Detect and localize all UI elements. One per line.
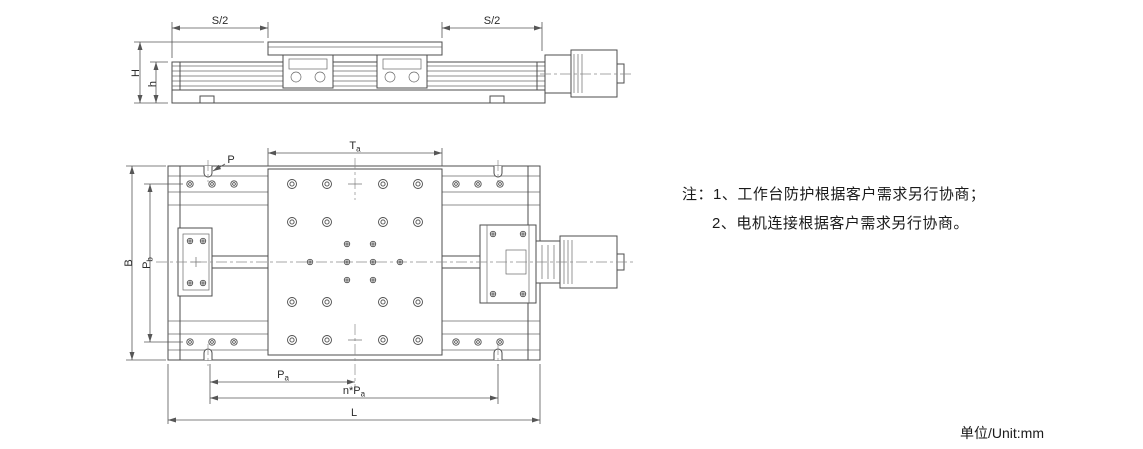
motor-side	[540, 49, 634, 98]
stroke-half-left-label: S/2	[212, 15, 229, 27]
length-label: L	[351, 407, 357, 419]
base-notch-right	[489, 95, 505, 104]
table-width-label: Ta	[349, 140, 361, 154]
plan-view	[156, 158, 634, 390]
plan-view-dimensions: Ta P B Pb Pa n*Pa L	[123, 140, 541, 424]
stroke-half-right-label: S/2	[484, 15, 501, 27]
ballscrew-shaft	[212, 255, 480, 269]
slot-label: P	[227, 154, 234, 166]
notes-block: 注：1、工作台防护根据客户需求另行协商； 2、电机连接根据客户需求另行协商。	[682, 180, 985, 238]
pitch-total-label: n*Pa	[343, 385, 366, 399]
base-plate-side	[171, 89, 546, 104]
key-slots	[203, 160, 503, 366]
pitch-width-label: Pb	[141, 257, 155, 269]
note-line-2: 2、电机连接根据客户需求另行协商。	[712, 215, 969, 232]
motor-mount-block-plan	[479, 224, 537, 304]
height-outer-label: H	[130, 69, 142, 77]
base-notch-left	[199, 95, 215, 104]
unit-label: 单位/Unit:mm	[960, 425, 1044, 441]
table-top-side	[267, 41, 443, 56]
side-view-dimensions: S/2 S/2 H h	[130, 15, 543, 104]
carriage-blocks-side	[282, 54, 428, 89]
pitch-length-label: Pa	[277, 369, 289, 383]
body-width-label: B	[123, 259, 135, 266]
motor-plan	[559, 235, 625, 289]
height-inner-label: h	[147, 81, 159, 87]
side-view	[171, 41, 634, 104]
note-line-1: 注：1、工作台防护根据客户需求另行协商；	[682, 186, 986, 203]
